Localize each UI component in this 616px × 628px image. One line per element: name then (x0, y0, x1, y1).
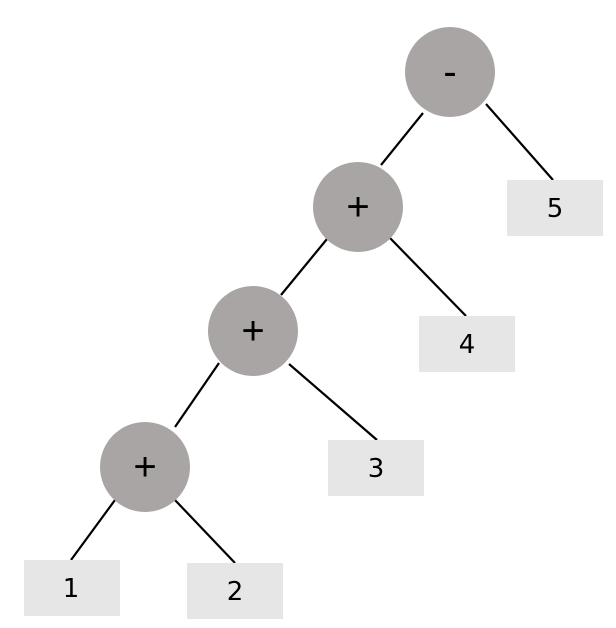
operator-label: + (346, 185, 369, 229)
edge-plus3-to-leaf2 (173, 498, 236, 564)
operator-circle (313, 162, 403, 252)
leaf-node-5: 5 (507, 180, 603, 236)
leaf-label: 3 (368, 454, 385, 484)
leaf-node-3: 3 (328, 440, 424, 496)
leaf-node-2: 2 (187, 563, 283, 619)
operator-circle (100, 422, 190, 512)
leaf-box (24, 560, 120, 616)
operator-node-minus: - (405, 27, 495, 117)
edge-minus-to-leaf5 (485, 103, 554, 181)
leaf-label: 1 (63, 574, 80, 604)
leaf-box (187, 563, 283, 619)
operator-node-plus-2: + (208, 286, 298, 376)
leaf-label: 2 (227, 577, 244, 607)
operator-label: - (443, 50, 456, 94)
leaf-label: 4 (459, 330, 476, 360)
operator-circle (405, 27, 495, 117)
edge-plus3-to-leaf1 (70, 499, 116, 561)
edge-plus1-to-leaf4 (388, 236, 467, 317)
operator-node-plus-1: + (313, 162, 403, 252)
operator-node-plus-3: + (100, 422, 190, 512)
operator-label: + (241, 309, 264, 353)
leaf-node-4: 4 (419, 316, 515, 372)
leaf-label: 5 (547, 194, 564, 224)
edge-plus1-to-plus2 (280, 238, 328, 296)
leaf-node-1: 1 (24, 560, 120, 616)
edge-plus2-to-leaf3 (288, 363, 378, 441)
leaf-box (507, 180, 603, 236)
edge-minus-to-plus1 (380, 112, 424, 166)
leaf-box (328, 440, 424, 496)
leaf-box (419, 316, 515, 372)
edge-plus2-to-plus3 (174, 362, 220, 428)
operator-circle (208, 286, 298, 376)
tree-edges (70, 103, 554, 564)
operator-label: + (133, 445, 156, 489)
